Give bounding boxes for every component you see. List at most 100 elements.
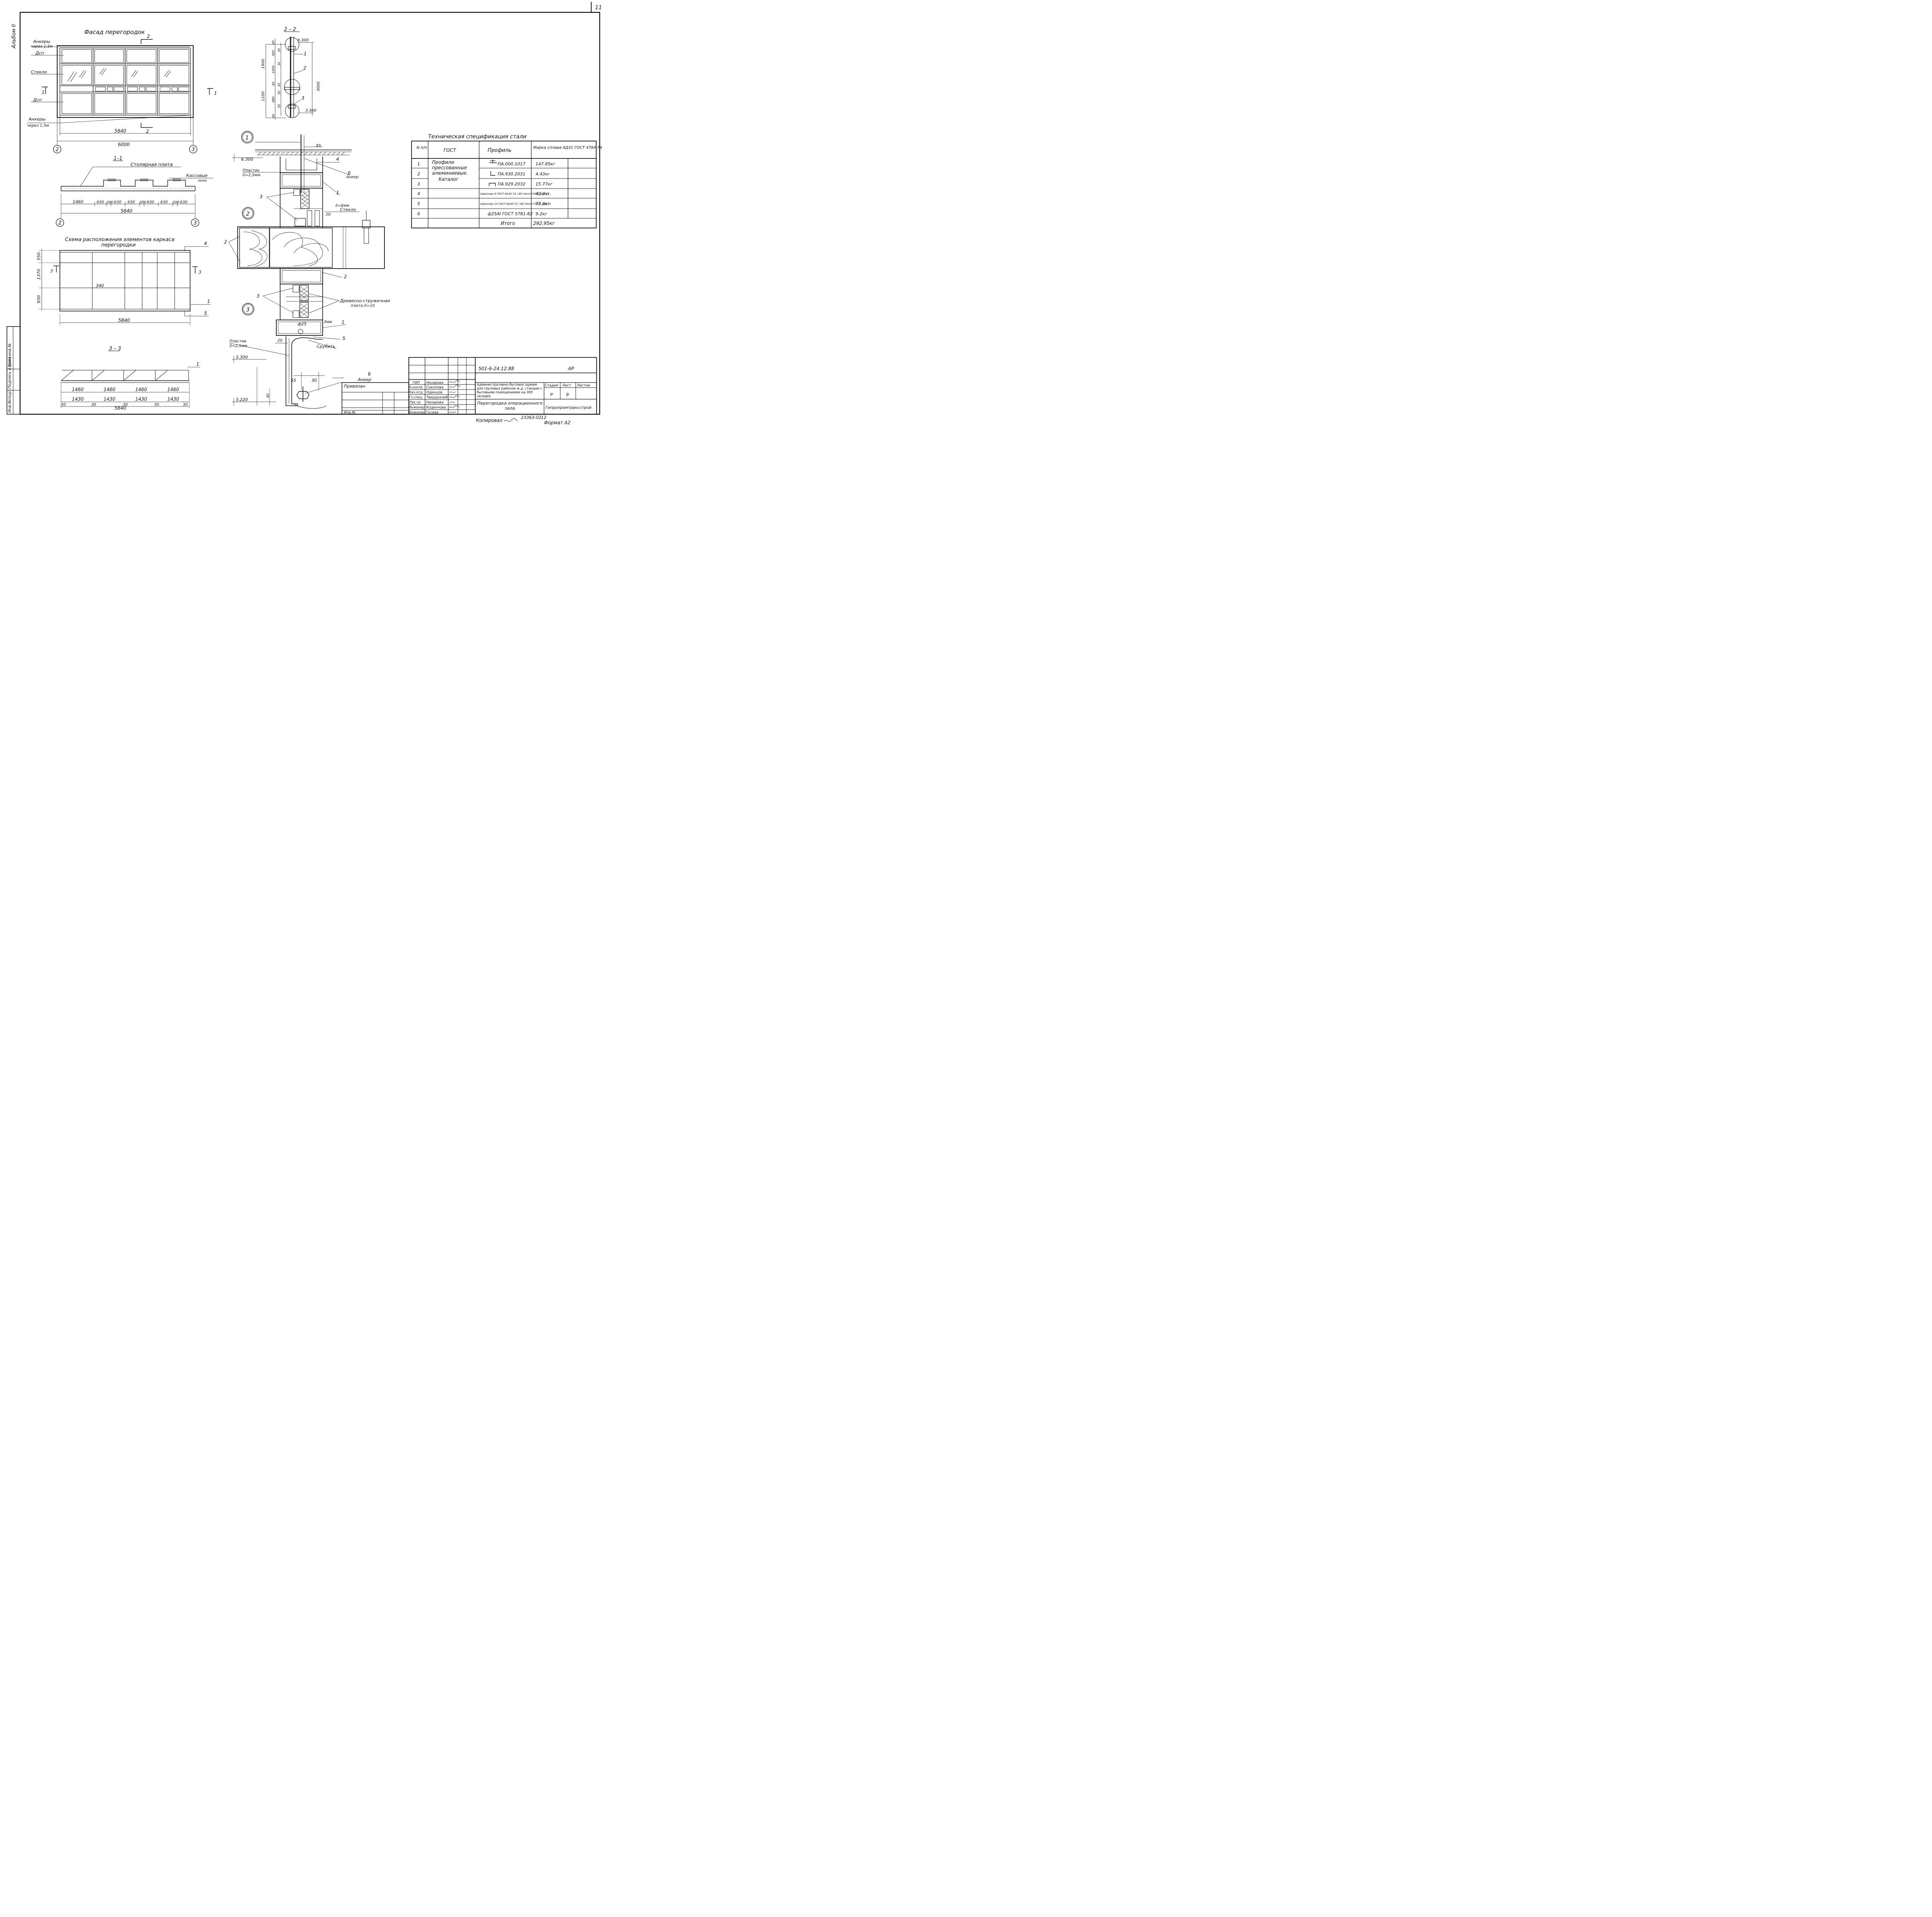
facade-glass: Стекло xyxy=(31,70,47,75)
spec-profile-2: ПА.930.2031 xyxy=(498,172,526,177)
s22-pos2: 2 xyxy=(303,65,306,71)
node-3-label: 3 xyxy=(246,307,250,313)
stamp-sheets-h: Листов xyxy=(577,384,590,388)
s22-d2: 1000 xyxy=(272,66,275,73)
s22-d0: 40 xyxy=(272,41,275,44)
stamp-role-6: Инженер xyxy=(409,411,425,415)
stamp-tied: Привязан xyxy=(344,384,365,389)
stamp-project-wrap: Административно-бытовое здание для грузо… xyxy=(477,383,542,398)
copied-label: Копировал xyxy=(476,418,503,423)
s22-e1: 30 xyxy=(277,62,281,66)
s11-d6: 630 xyxy=(147,200,154,204)
channel-profile-icon xyxy=(489,183,496,186)
detail-plastic-d: δ=2,5мм. xyxy=(243,173,262,177)
spec-mass-1: 147.95кг xyxy=(536,162,555,167)
detail-dsp-label: Древесно-стружечная xyxy=(340,298,390,303)
detail-glass: Стекло xyxy=(340,207,356,212)
spec-gost-3: алюминиевые. xyxy=(432,170,468,176)
frame-pos5: 5 xyxy=(204,311,207,316)
signature-mark xyxy=(449,405,460,408)
node-2-label: 2 xyxy=(246,211,250,217)
detail-pos1b: 1 xyxy=(342,320,345,325)
s22-e3: 30 xyxy=(277,91,281,95)
node-1-label: 1 xyxy=(245,135,249,141)
s22-d5: 40 xyxy=(272,114,275,118)
detail-pos4: 4 xyxy=(336,156,339,162)
frame-d1: 1370 xyxy=(36,269,41,280)
facade-dsp-bottom: Дсп xyxy=(33,97,42,102)
spec-n-3: 3 xyxy=(417,182,420,187)
stamp-sheet-title: Перегородка операционного зала xyxy=(477,401,543,411)
s22-e0: 30 xyxy=(277,48,281,52)
detail-dim-25: ф25 xyxy=(298,321,306,327)
spec-profile-3: ПА.929.2032 xyxy=(498,182,526,187)
spec-mass-6: 9.2кг xyxy=(536,211,547,216)
spec-profile-6: ф25АI ГОСТ 5781-82 xyxy=(488,211,532,216)
spec-total-label: Итого xyxy=(501,221,515,226)
s22-dim-3000: 3000 xyxy=(316,81,320,91)
s33-title: 3 – 3 xyxy=(109,346,121,352)
profile-1017-icon xyxy=(489,160,497,164)
stamp-role-5: Инженер xyxy=(409,406,425,410)
s22-d1: 560 xyxy=(272,50,275,56)
spec-n-2: 2 xyxy=(417,172,420,177)
spec-profile-1: ПА.000.1017 xyxy=(498,162,526,167)
stamp-inv: Инв.№ xyxy=(344,411,355,415)
spec-title: Техническая спецификация стали xyxy=(428,134,526,140)
s22-pos1: 1 xyxy=(304,51,307,56)
facade-dsp-top: Дсп xyxy=(35,51,44,56)
s11-d7: 630 xyxy=(160,200,168,204)
facade-axis-left: 2 xyxy=(56,147,59,153)
stamp-name-4: Назарова xyxy=(426,401,444,405)
detail-pos6: 6 xyxy=(348,170,351,176)
facade-anchors-top: Анкеры xyxy=(33,39,50,44)
facade-anchors-bottom2: через 1,5м xyxy=(27,124,49,128)
facade-sect-l: 1 xyxy=(42,90,45,95)
spec-mass-4: 42.3кг. xyxy=(536,191,551,196)
facade-sect-r: 1 xyxy=(214,90,217,96)
s11-axis-right: 3 xyxy=(194,220,197,226)
strip-sign: Подпись и дата xyxy=(8,357,12,389)
s33-a0: 1460 xyxy=(72,387,84,392)
s33-c4: 30 xyxy=(183,403,188,407)
s11-d1: 630 xyxy=(97,200,104,204)
s33-a2: 1460 xyxy=(135,387,147,392)
s22-dim-1900: 1900 xyxy=(261,59,265,69)
stamp-name-3: Твердохлеб xyxy=(426,396,448,400)
detail-glass-d: δ=6мм xyxy=(335,204,349,208)
s33-b0: 1430 xyxy=(72,396,84,402)
signature-mark xyxy=(449,384,461,388)
s22-mark-bottom: 3.300 xyxy=(305,109,316,113)
facade-dim-outer: 6000 xyxy=(118,142,130,147)
stamp-name-5: Коденчова xyxy=(426,406,446,410)
stamp-role-4: Рук.гр. xyxy=(410,401,422,405)
detail-mark-3220: 3.220 xyxy=(236,397,248,402)
s33-b1: 1430 xyxy=(104,396,116,402)
frame-d0: 550 xyxy=(36,252,41,260)
stamp-stage-h: Стадия xyxy=(545,384,558,388)
facade-anchors-bottom: Анкеры xyxy=(28,117,46,122)
spec-table: Техническая спецификация стали N п/п ГОС… xyxy=(411,134,602,228)
detail-dim-55: 55 xyxy=(291,378,296,383)
s33-pos: 1 xyxy=(196,361,199,367)
spec-gost-2: прессованные xyxy=(432,165,467,170)
s22-mark-top: 6.300 xyxy=(298,38,309,43)
strip-inv: Инв.№подл. xyxy=(8,388,12,413)
detail-pos2a: 2 xyxy=(224,239,227,245)
s33-total: 5840 xyxy=(114,405,126,411)
left-strip: Инв.№подл. Подпись и дата Взам.инв.№ xyxy=(7,326,20,415)
facade-axis-right: 3 xyxy=(192,147,195,153)
detail-pos3a: 3 xyxy=(260,194,263,199)
s11-total: 5840 xyxy=(121,208,133,214)
s11-title: 1–1 xyxy=(114,156,122,162)
detail-pos5: 5 xyxy=(342,336,345,341)
detail-pos2b: 2 xyxy=(344,274,347,279)
facade-drawing: Фасад перегородок xyxy=(27,29,217,153)
format-label: Формат А2 xyxy=(544,420,570,425)
spec-profile-4: Швеллер 8 ГОСТ 8240-72 / ВСт3кп2 ГОСТ 38… xyxy=(480,192,549,196)
detail-pos1a: 1 xyxy=(336,190,339,196)
sheet-border xyxy=(19,12,600,415)
detail-pos3b: 3 xyxy=(257,293,260,299)
stamp-stage: Р xyxy=(550,392,553,397)
frame-scheme: Схема расположения элементов каркаса пер… xyxy=(36,237,211,325)
